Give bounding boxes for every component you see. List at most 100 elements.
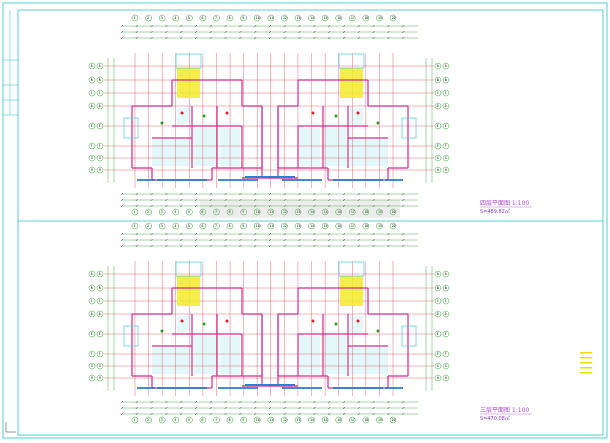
axis-bubble-side: [434, 284, 442, 292]
dimension-tick: [268, 412, 272, 416]
axis-label-bottom: 12: [283, 210, 287, 214]
axis-bubble-side: [434, 310, 442, 318]
axis-bubble-side: [442, 166, 450, 174]
axis-bubble-bottom: [226, 208, 234, 216]
dimension-tick: [180, 238, 183, 242]
axis-label-bottom: 11: [269, 210, 273, 214]
dimension-tick: [194, 238, 198, 242]
window: [385, 387, 403, 389]
dimension-tick: [135, 198, 138, 202]
axis-label-side: D: [91, 104, 93, 108]
dimension-tick: [120, 198, 124, 202]
dimension-tick: [357, 238, 360, 242]
dimension-tick: [254, 244, 257, 248]
dimension-tick: [328, 198, 331, 202]
dimension-tick: [283, 36, 286, 40]
axis-label-side: E: [91, 124, 93, 128]
axis-bubble-top: [281, 14, 288, 22]
axis-bubble-bottom: [131, 208, 139, 216]
stair-roof: [338, 53, 365, 69]
dimension-tick: [357, 406, 360, 410]
axis-label-side: G: [437, 364, 439, 368]
dimension-tick: [313, 412, 316, 416]
axis-label-bottom: 5: [188, 210, 190, 214]
dimension-tick: [268, 30, 272, 34]
fixture-mark: [356, 319, 360, 323]
axis-bubble-side: [434, 270, 442, 278]
axis-label-side: F: [437, 144, 439, 148]
dimension-tick: [150, 36, 153, 40]
axis-label-top: 16: [337, 224, 341, 228]
dimension-tick: [387, 192, 390, 196]
axis-label-bottom: 4: [174, 418, 176, 422]
axis-bubble-bottom: [376, 416, 383, 424]
axis-bubble-side: [96, 76, 104, 84]
dimension-tick: [194, 30, 198, 34]
axis-bubble-bottom: [267, 416, 275, 424]
axis-bubble-bottom: [294, 416, 302, 424]
axis-label-side: A: [99, 64, 101, 68]
dimension-tick: [342, 232, 346, 236]
dimension-tick: [180, 204, 183, 208]
dimension-tick: [372, 36, 375, 40]
axis-label-top: 19: [378, 16, 382, 20]
axis-bubble-side: [96, 166, 104, 174]
axis-bubble-bottom: [199, 416, 207, 424]
dimension-tick: [402, 400, 405, 404]
dimension-tick: [120, 238, 124, 242]
dimension-tick: [194, 198, 198, 202]
dimension-tick: [224, 192, 227, 196]
dimension-tick: [402, 238, 405, 242]
dimension-tick: [342, 30, 346, 34]
axis-label-bottom: 6: [201, 418, 203, 422]
dimension-tick: [328, 232, 331, 236]
dimension-tick: [150, 400, 153, 404]
axis-bubble-bottom: [186, 208, 193, 216]
axis-bubble-side: [96, 142, 104, 150]
dimension-tick: [357, 400, 360, 404]
dimension-tick: [150, 406, 153, 410]
dimension-tick: [372, 406, 375, 410]
axis-label-bottom: 18: [364, 210, 368, 214]
dimension-tick: [150, 244, 153, 248]
axis-label-side: E: [99, 124, 101, 128]
dimension-tick: [402, 204, 405, 208]
dimension-tick: [180, 36, 183, 40]
axis-label-side: H: [99, 168, 101, 172]
axis-bubble-top: [294, 14, 302, 22]
axis-bubble-side: [434, 297, 442, 305]
axis-label-bottom: 3: [161, 418, 163, 422]
axis-bubble-bottom: [145, 208, 152, 216]
axis-label-side: F: [437, 352, 439, 356]
room-area: [324, 336, 346, 374]
dimension-tick: [239, 192, 242, 196]
fixture-mark: [160, 329, 164, 333]
dimension-tick: [165, 30, 168, 34]
axis-bubble-side: [96, 270, 104, 278]
axis-bubble-bottom: [362, 416, 370, 424]
dimension-tick: [372, 244, 375, 248]
dimension-tick: [120, 406, 124, 410]
axis-label-side: D: [91, 312, 93, 316]
window: [333, 179, 383, 181]
axis-label-top: 8: [229, 16, 231, 20]
room-area: [350, 316, 363, 332]
dimension-tick: [313, 244, 316, 248]
axis-bubble-bottom: [281, 208, 288, 216]
dimension-tick: [254, 400, 257, 404]
axis-label-top: 17: [351, 224, 355, 228]
dimension-tick: [209, 238, 212, 242]
dimension-tick: [209, 24, 212, 28]
axis-bubble-bottom: [349, 416, 356, 424]
dimension-tick: [254, 30, 257, 34]
dimension-tick: [150, 24, 153, 28]
stair-roof: [338, 261, 365, 277]
axis-bubble-bottom: [253, 208, 261, 216]
axis-label-bottom: 15: [324, 418, 328, 422]
dimension-tick: [209, 400, 212, 404]
axis-bubble-top: [321, 222, 329, 230]
axis-label-top: 10: [256, 16, 260, 20]
dimension-tick: [150, 198, 153, 202]
dimension-tick: [387, 30, 390, 34]
axis-bubble-bottom: [213, 416, 220, 424]
